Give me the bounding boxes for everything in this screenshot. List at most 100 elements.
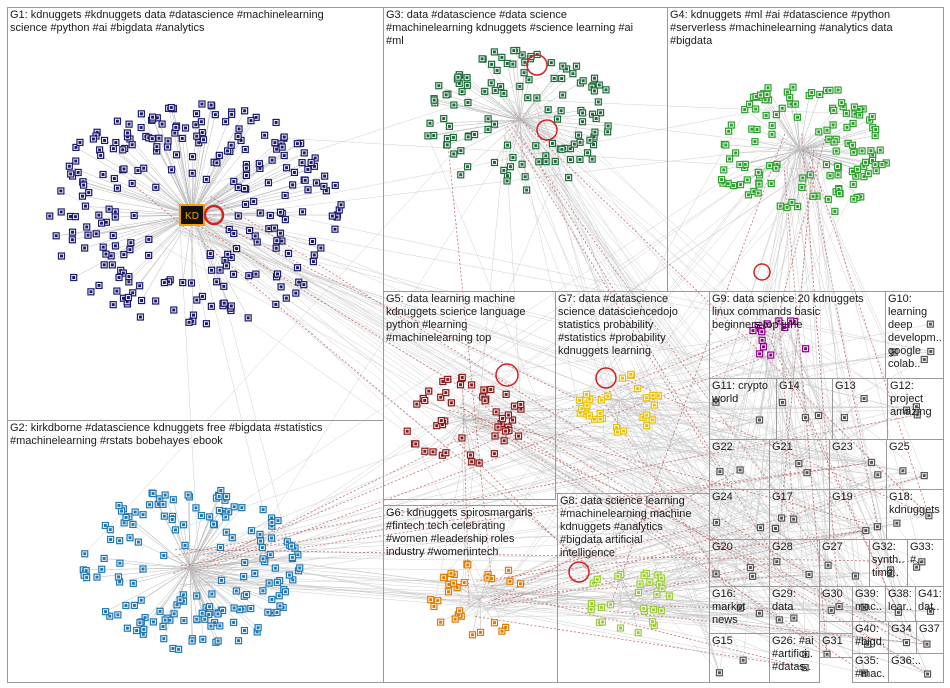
group-box-g36 bbox=[889, 654, 944, 683]
node-avatar bbox=[439, 396, 442, 399]
node-avatar bbox=[581, 120, 584, 123]
node-avatar bbox=[125, 516, 128, 519]
node-avatar bbox=[195, 112, 198, 115]
node-avatar bbox=[466, 165, 469, 168]
node-avatar bbox=[273, 141, 276, 144]
edge bbox=[454, 439, 597, 580]
node-avatar bbox=[764, 98, 767, 101]
node-avatar bbox=[929, 350, 932, 353]
node-avatar bbox=[524, 175, 527, 178]
node-avatar bbox=[78, 141, 81, 144]
node-avatar bbox=[506, 174, 509, 177]
node-avatar bbox=[69, 172, 72, 175]
node-avatar bbox=[746, 178, 749, 181]
node-avatar bbox=[173, 612, 176, 615]
node-avatar bbox=[657, 394, 660, 397]
node-avatar bbox=[312, 260, 315, 263]
node-avatar bbox=[660, 576, 663, 579]
node-avatar bbox=[301, 161, 304, 164]
node-avatar bbox=[112, 147, 115, 150]
node-avatar bbox=[751, 575, 754, 578]
node-avatar bbox=[523, 71, 526, 74]
node-avatar bbox=[442, 576, 445, 579]
node-avatar bbox=[170, 106, 173, 109]
node-avatar bbox=[858, 113, 861, 116]
node-avatar bbox=[715, 572, 718, 575]
node-avatar bbox=[195, 618, 198, 621]
node-avatar bbox=[500, 56, 503, 59]
node-avatar bbox=[827, 564, 830, 567]
node-avatar bbox=[201, 131, 204, 134]
node-avatar bbox=[306, 188, 309, 191]
node-avatar bbox=[138, 284, 141, 287]
node-avatar bbox=[856, 168, 859, 171]
node-avatar bbox=[837, 89, 840, 92]
node-avatar bbox=[440, 419, 443, 422]
node-avatar bbox=[473, 133, 476, 136]
node-avatar bbox=[423, 399, 426, 402]
node-avatar bbox=[505, 393, 508, 396]
node-avatar bbox=[591, 158, 594, 161]
node-avatar bbox=[135, 629, 138, 632]
node-avatar bbox=[258, 162, 261, 165]
node-avatar bbox=[756, 128, 759, 131]
node-avatar bbox=[162, 637, 165, 640]
node-avatar bbox=[237, 214, 240, 217]
node-avatar bbox=[129, 536, 132, 539]
node-avatar bbox=[571, 72, 574, 75]
node-avatar bbox=[140, 112, 143, 115]
node-avatar bbox=[456, 76, 459, 79]
node-avatar bbox=[209, 252, 212, 255]
node-avatar bbox=[609, 603, 612, 606]
node-avatar bbox=[423, 450, 426, 453]
edge bbox=[758, 159, 804, 326]
node-avatar bbox=[454, 618, 457, 621]
node-avatar bbox=[466, 76, 469, 79]
node-avatar bbox=[479, 631, 482, 634]
node-avatar bbox=[554, 160, 557, 163]
node-avatar bbox=[118, 562, 121, 565]
node-avatar bbox=[218, 509, 221, 512]
node-avatar bbox=[201, 638, 204, 641]
node-avatar bbox=[104, 253, 107, 256]
node-avatar bbox=[769, 354, 772, 357]
node-avatar bbox=[854, 574, 857, 577]
node-avatar bbox=[923, 358, 926, 361]
node-avatar bbox=[482, 388, 485, 391]
node-avatar bbox=[493, 123, 496, 126]
node-avatar bbox=[167, 139, 170, 142]
node-avatar bbox=[219, 489, 222, 492]
node-avatar bbox=[441, 380, 444, 383]
node-avatar bbox=[140, 599, 143, 602]
edge bbox=[447, 120, 520, 145]
node-avatar bbox=[414, 442, 417, 445]
node-avatar bbox=[291, 183, 294, 186]
node-avatar bbox=[304, 179, 307, 182]
node-avatar bbox=[195, 135, 198, 138]
node-avatar bbox=[606, 130, 609, 133]
node-avatar bbox=[817, 414, 820, 417]
node-avatar bbox=[866, 643, 869, 646]
edge bbox=[516, 104, 831, 610]
node-avatar bbox=[915, 405, 918, 408]
node-avatar bbox=[490, 63, 493, 66]
node-avatar bbox=[338, 208, 341, 211]
node-avatar bbox=[916, 413, 919, 416]
node-avatar bbox=[194, 506, 197, 509]
node-avatar bbox=[131, 523, 134, 526]
edge bbox=[457, 324, 931, 418]
node-avatar bbox=[217, 639, 220, 642]
node-avatar bbox=[109, 528, 112, 531]
node-avatar bbox=[109, 538, 112, 541]
node-avatar bbox=[575, 65, 578, 68]
node-avatar bbox=[577, 134, 580, 137]
node-avatar bbox=[581, 111, 584, 114]
node-avatar bbox=[766, 322, 769, 325]
node-avatar bbox=[60, 255, 63, 258]
node-avatar bbox=[74, 215, 77, 218]
node-avatar bbox=[427, 390, 430, 393]
node-avatar bbox=[645, 424, 648, 427]
edge bbox=[201, 325, 758, 549]
node-avatar bbox=[560, 77, 563, 80]
node-avatar bbox=[727, 182, 730, 185]
